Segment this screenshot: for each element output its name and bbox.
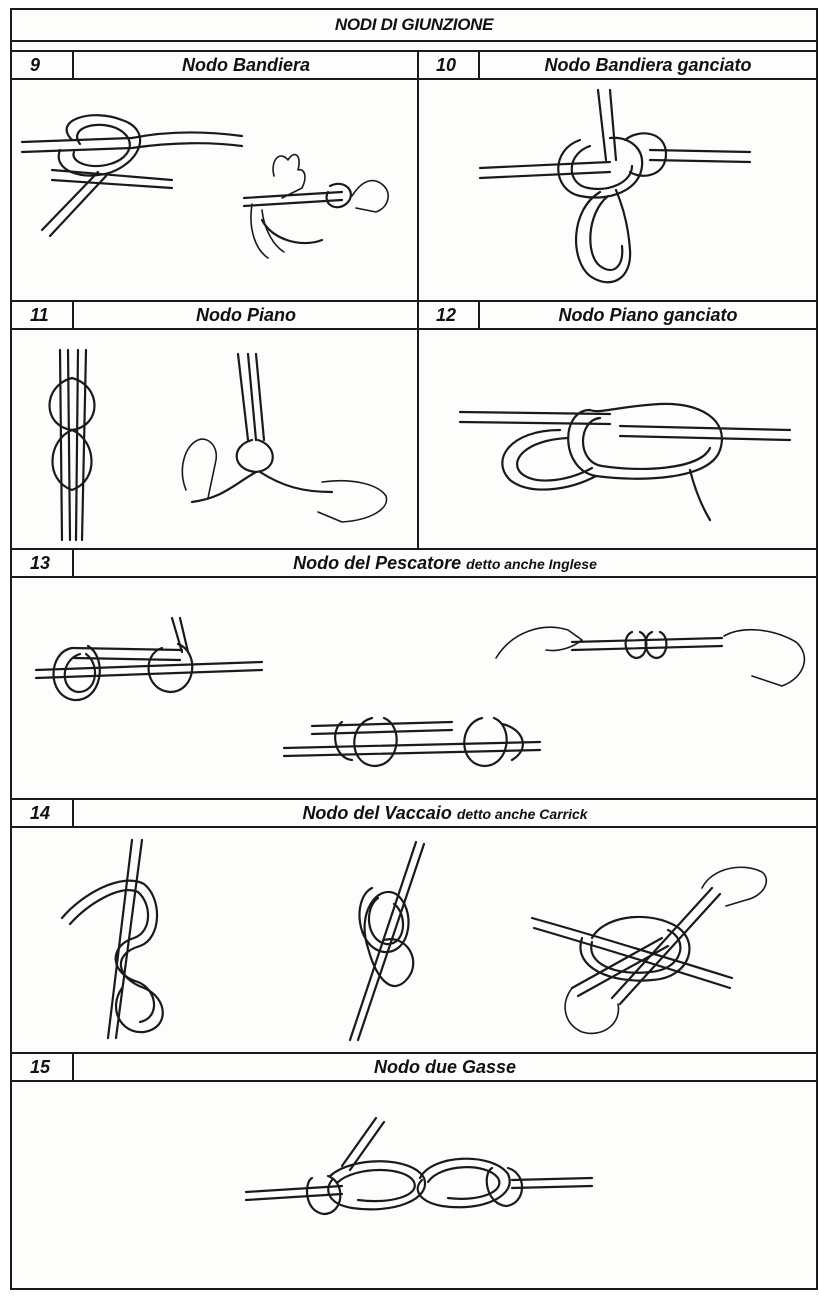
illustration-knot-15 — [12, 1082, 816, 1288]
knot-title: Nodo del Pescatore detto anche Inglese — [74, 550, 816, 576]
knot-title: Nodo Piano — [74, 302, 418, 328]
page-title: NODI DI GIUNZIONE — [12, 10, 816, 42]
knot-header-13: 13 Nodo del Pescatore detto anche Ingles… — [12, 548, 816, 578]
illustration-knot-11 — [12, 330, 416, 548]
column-divider — [417, 300, 419, 548]
knot-number: 15 — [12, 1054, 74, 1080]
knot-title: Nodo Bandiera ganciato — [480, 52, 816, 78]
illustration-knot-13 — [12, 578, 816, 798]
knot-title: Nodo Piano ganciato — [480, 302, 816, 328]
knot-header-15: 15 Nodo due Gasse — [12, 1052, 816, 1082]
knot-number: 14 — [12, 800, 74, 826]
knot-title: Nodo del Vaccaio detto anche Carrick — [74, 800, 816, 826]
illustration-knot-14 — [12, 828, 816, 1052]
knot-number: 13 — [12, 550, 74, 576]
knot-title: Nodo Bandiera — [74, 52, 418, 78]
knot-number: 10 — [418, 52, 480, 78]
knot-header-9: 9 Nodo Bandiera — [12, 50, 418, 80]
knot-header-11: 11 Nodo Piano — [12, 300, 418, 330]
knot-number: 12 — [418, 302, 480, 328]
knot-header-12: 12 Nodo Piano ganciato — [418, 300, 816, 330]
illustration-knot-12 — [420, 330, 816, 548]
illustration-knot-10 — [420, 80, 816, 300]
knot-header-14: 14 Nodo del Vaccaio detto anche Carrick — [12, 798, 816, 828]
illustration-knot-9 — [12, 80, 416, 300]
knot-header-10: 10 Nodo Bandiera ganciato — [418, 50, 816, 80]
knot-sheet: NODI DI GIUNZIONE 9 Nodo Bandiera 10 Nod… — [10, 8, 818, 1290]
knot-number: 11 — [12, 302, 74, 328]
knot-number: 9 — [12, 52, 74, 78]
knot-title: Nodo due Gasse — [74, 1054, 816, 1080]
